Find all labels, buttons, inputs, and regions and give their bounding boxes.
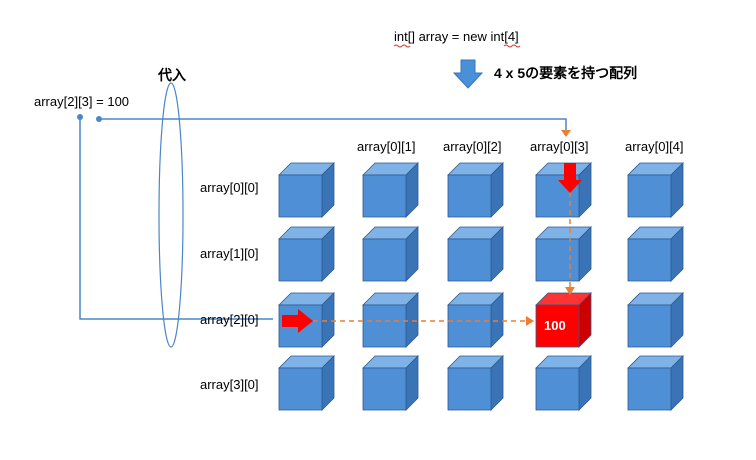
cube-1-2 — [447, 226, 504, 282]
cube-0-2 — [447, 162, 504, 218]
cube-2-1 — [362, 292, 419, 348]
cube-2-2 — [447, 292, 504, 348]
assignment-text: array[2][3] = 100 — [34, 94, 129, 109]
cube-3-0 — [278, 355, 335, 411]
column-labels: array[0][1] array[0][2] array[0][3] arra… — [357, 139, 684, 154]
column-connector-line — [99, 118, 567, 131]
cube-front-face — [535, 304, 580, 348]
cube-1-3 — [535, 226, 592, 282]
row-labels: array[0][0] array[1][0] array[2][0] arra… — [200, 180, 259, 392]
highlight-value: 100 — [544, 318, 566, 333]
cube-0-0 — [278, 162, 335, 218]
cube-2-4 — [627, 292, 684, 348]
column-connector-dot — [96, 116, 102, 122]
horizontal-arrowhead — [526, 316, 534, 326]
row-connector-dot — [77, 114, 83, 120]
down-arrow-icon — [452, 59, 484, 89]
connector-lines — [79, 117, 567, 320]
declaration-kw2: int — [490, 29, 504, 44]
cube-front-face — [362, 367, 407, 411]
cube-front-face — [362, 174, 407, 218]
cube-front-face — [627, 174, 672, 218]
column-label-4: array[0][4] — [625, 139, 684, 154]
cube-front-face — [278, 174, 323, 218]
row-label-0: array[0][0] — [200, 180, 259, 195]
array-description: 4 x 5の要素を持つ配列 — [494, 65, 637, 81]
column-label-2: array[0][2] — [443, 139, 502, 154]
cube-0-3 — [535, 162, 592, 218]
declaration-kw1: int — [394, 29, 408, 44]
cube-3-4 — [627, 355, 684, 411]
declaration-tail: [4] — [504, 29, 518, 44]
vertical-arrowhead — [565, 287, 575, 295]
cube-1-4 — [627, 226, 684, 282]
cube-3-2 — [447, 355, 504, 411]
orange-dashed-path — [313, 192, 571, 322]
cube-front-face — [535, 367, 580, 411]
assign-ellipse — [158, 82, 184, 348]
cube-0-1 — [362, 162, 419, 218]
declaration-mid: [] array = new — [408, 29, 491, 44]
cube-0-4 — [627, 162, 684, 218]
cube-front-face — [278, 367, 323, 411]
cube-front-face — [447, 174, 492, 218]
red-right-arrow-icon — [282, 309, 313, 333]
cube-front-face — [447, 304, 492, 348]
cube-2-3 — [535, 292, 592, 348]
cube-front-face — [447, 238, 492, 282]
cube-front-face — [627, 367, 672, 411]
cube-front-face — [362, 304, 407, 348]
cube-front-face — [447, 367, 492, 411]
cube-front-face — [627, 304, 672, 348]
cube-1-1 — [362, 226, 419, 282]
spell-squiggle-1 — [393, 44, 411, 48]
cube-1-0 — [278, 226, 335, 282]
column-connector-arrowhead — [561, 130, 571, 137]
row-connector-line — [79, 117, 273, 320]
assign-label: 代入 — [157, 67, 186, 83]
spell-squiggle-2 — [503, 44, 521, 48]
column-label-1: array[0][1] — [357, 139, 416, 154]
cube-front-face — [535, 238, 580, 282]
array-cube-grid — [278, 162, 684, 411]
cube-front-face — [278, 238, 323, 282]
column-label-3: array[0][3] — [530, 139, 589, 154]
cube-front-face — [627, 238, 672, 282]
row-label-2: array[2][0] — [200, 312, 259, 327]
declaration-text: int[] array = new int[4] — [394, 29, 519, 44]
row-label-1: array[1][0] — [200, 246, 259, 261]
cube-3-3 — [535, 355, 592, 411]
cube-3-1 — [362, 355, 419, 411]
red-down-arrow-icon — [558, 163, 582, 193]
row-label-3: array[3][0] — [200, 377, 259, 392]
cube-front-face — [362, 238, 407, 282]
